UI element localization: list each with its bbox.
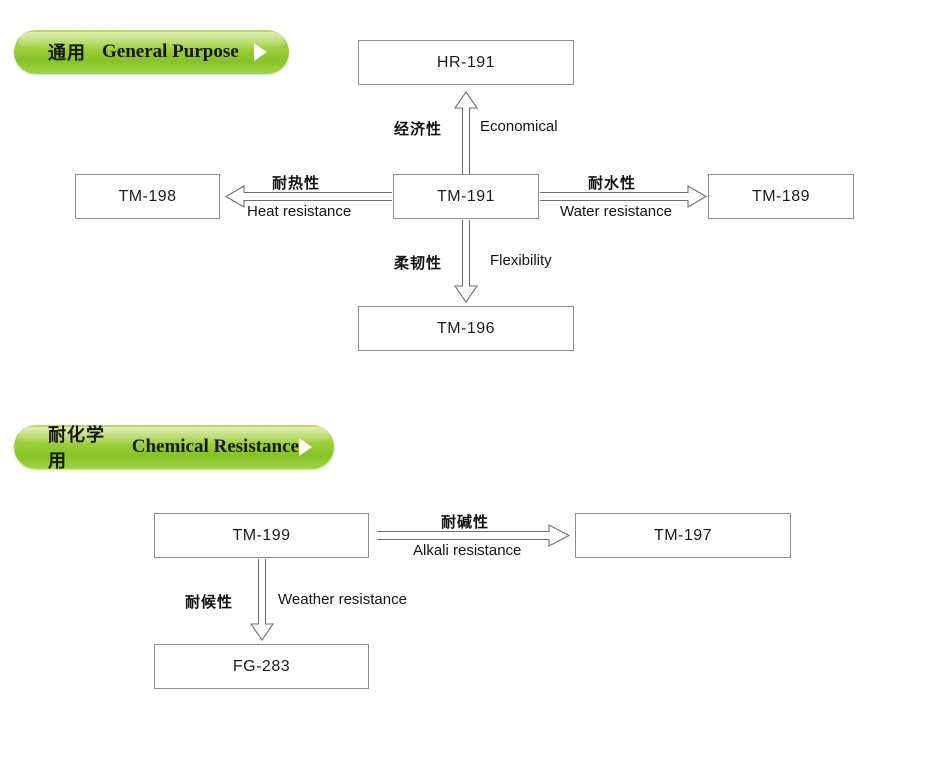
edge-arrow-economical [452,88,480,174]
edge-label-cn-economical: 经济性 [394,120,443,138]
play-triangle-icon [299,438,312,456]
edge-arrow-weather-resistance [248,559,276,644]
node-label: TM-197 [653,526,713,544]
edge-arrow-water-resistance [540,184,710,210]
node-tm-191[interactable]: TM-191 [393,174,539,219]
edge-arrow-heat-resistance [222,184,392,210]
node-label: TM-191 [436,187,496,205]
edge-label-en-alkali-resistance: Alkali resistance [413,542,522,559]
node-tm-196[interactable]: TM-196 [358,306,574,351]
banner-label-cn: 耐化学用 [48,425,105,469]
edge-label-cn-water-resistance: 耐水性 [588,174,637,192]
node-fg-283[interactable]: FG-283 [154,644,369,689]
edge-label-en-weather-resistance: Weather resistance [278,591,407,608]
node-hr-191[interactable]: HR-191 [358,40,574,85]
play-triangle-icon [254,43,267,61]
node-label: TM-199 [232,526,291,544]
edge-label-en-flexibility: Flexibility [490,252,552,269]
node-label: TM-189 [751,187,811,205]
edge-arrow-flexibility [452,220,480,306]
node-tm-198[interactable]: TM-198 [75,174,220,219]
node-tm-199[interactable]: TM-199 [154,513,369,558]
edge-label-cn-weather-resistance: 耐候性 [185,593,234,611]
node-label: FG-283 [232,657,291,675]
banner-label-en: Chemical Resistance [131,436,299,457]
edge-label-en-water-resistance: Water resistance [560,203,672,220]
node-tm-189[interactable]: TM-189 [708,174,854,219]
banner-label-en: General Purpose [102,41,239,62]
section-banner-general-purpose[interactable]: 通用 General Purpose [14,30,289,74]
edge-label-en-heat-resistance: Heat resistance [247,203,352,220]
node-tm-197[interactable]: TM-197 [575,513,791,558]
node-label: TM-196 [436,319,496,337]
node-label: TM-198 [118,187,177,205]
edge-label-cn-alkali-resistance: 耐碱性 [441,513,490,531]
node-label: HR-191 [436,53,496,71]
edge-label-cn-heat-resistance: 耐热性 [272,174,321,192]
edge-label-en-economical: Economical [480,118,558,135]
edge-label-cn-flexibility: 柔韧性 [394,254,443,272]
banner-label-cn: 通用 [48,43,86,64]
section-banner-chemical-resistance[interactable]: 耐化学用 Chemical Resistance [14,425,334,469]
edge-arrow-alkali-resistance [377,523,573,549]
